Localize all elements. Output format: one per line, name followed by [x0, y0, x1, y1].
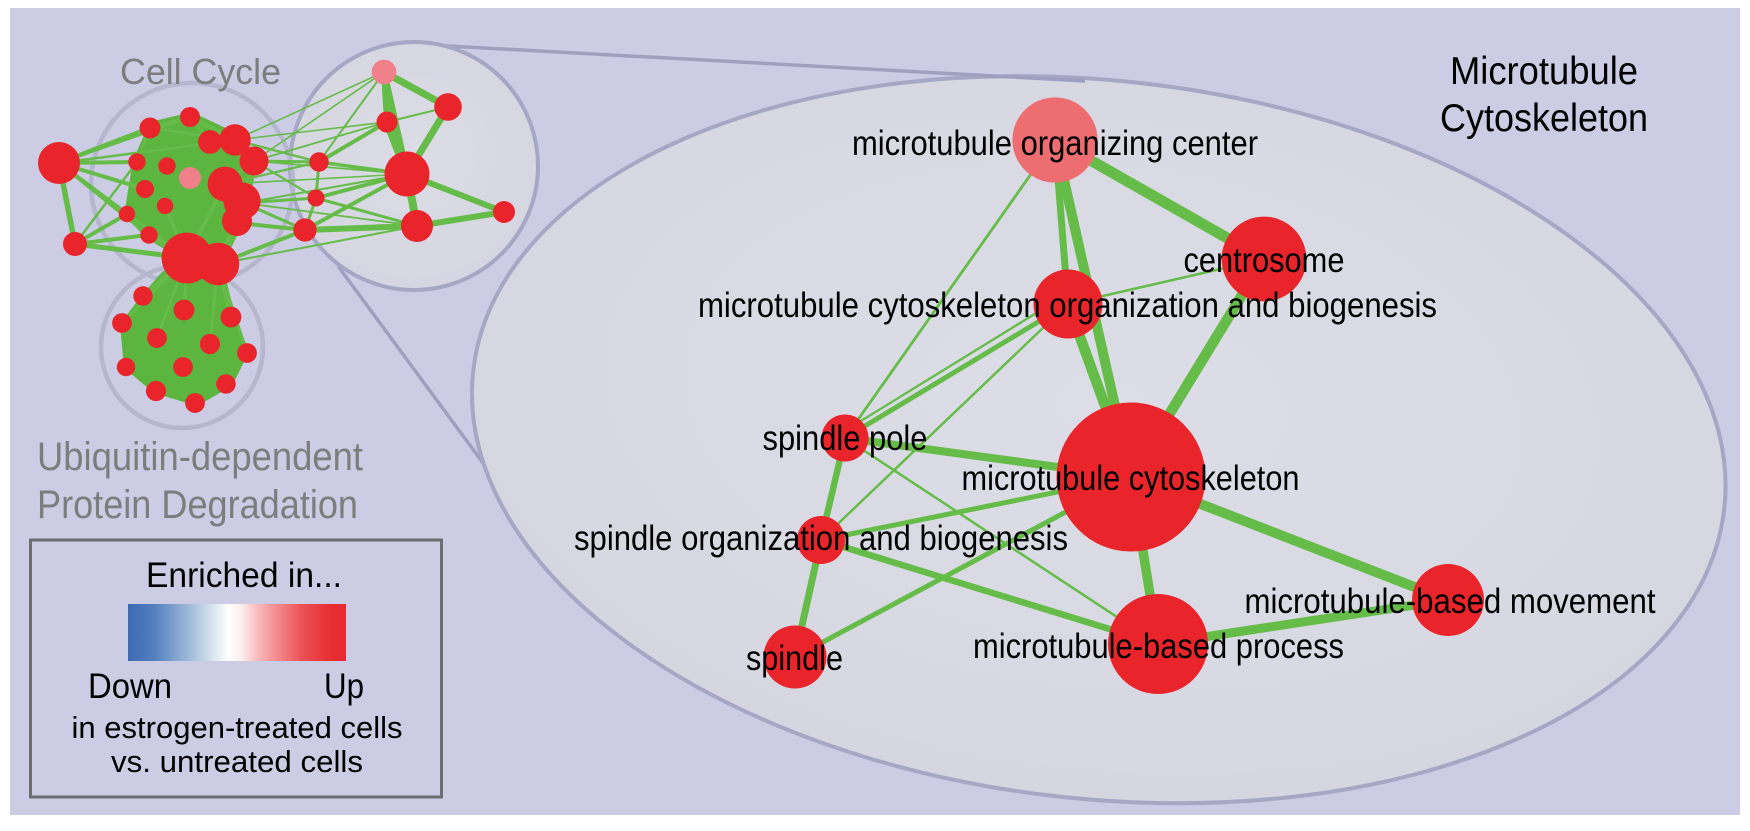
svg-text:Microtubule: Microtubule	[1450, 50, 1638, 93]
svg-text:Down: Down	[88, 667, 172, 706]
svg-text:Up: Up	[324, 667, 364, 706]
svg-text:vs. untreated cells: vs. untreated cells	[111, 744, 363, 779]
svg-text:in estrogen-treated cells: in estrogen-treated cells	[72, 710, 403, 745]
svg-text:microtubule cytoskeleton organ: microtubule cytoskeleton organization an…	[698, 286, 1437, 325]
svg-text:microtubule cytoskeleton: microtubule cytoskeleton	[962, 459, 1300, 498]
svg-text:spindle pole: spindle pole	[763, 419, 928, 458]
svg-text:Cytoskeleton: Cytoskeleton	[1440, 97, 1648, 140]
svg-text:microtubule-based movement: microtubule-based movement	[1245, 582, 1656, 621]
svg-text:Ubiquitin-dependent: Ubiquitin-dependent	[37, 435, 363, 479]
svg-text:Protein Degradation: Protein Degradation	[37, 483, 358, 527]
svg-text:Cell Cycle: Cell Cycle	[120, 51, 281, 92]
svg-text:spindle organization and bioge: spindle organization and biogenesis	[574, 519, 1068, 558]
svg-text:Enriched in...: Enriched in...	[146, 556, 342, 595]
svg-text:spindle: spindle	[746, 639, 843, 678]
svg-text:microtubule organizing center: microtubule organizing center	[852, 124, 1258, 163]
svg-text:microtubule-based process: microtubule-based process	[973, 627, 1344, 666]
svg-text:centrosome: centrosome	[1184, 241, 1345, 280]
